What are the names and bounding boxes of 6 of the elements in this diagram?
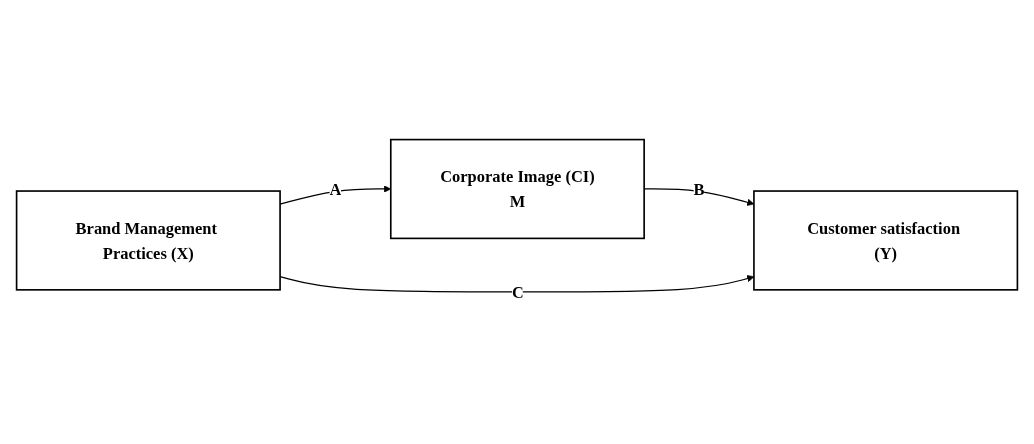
edge-label: C xyxy=(511,282,524,302)
node-box: Corporate Image (CI) M xyxy=(389,138,645,240)
edge-label: A xyxy=(329,180,342,199)
edge-label: B xyxy=(693,180,705,199)
node-box: Brand Management Practices (X) xyxy=(15,190,281,291)
node-box: Customer satisfaction (Y) xyxy=(753,190,1019,291)
